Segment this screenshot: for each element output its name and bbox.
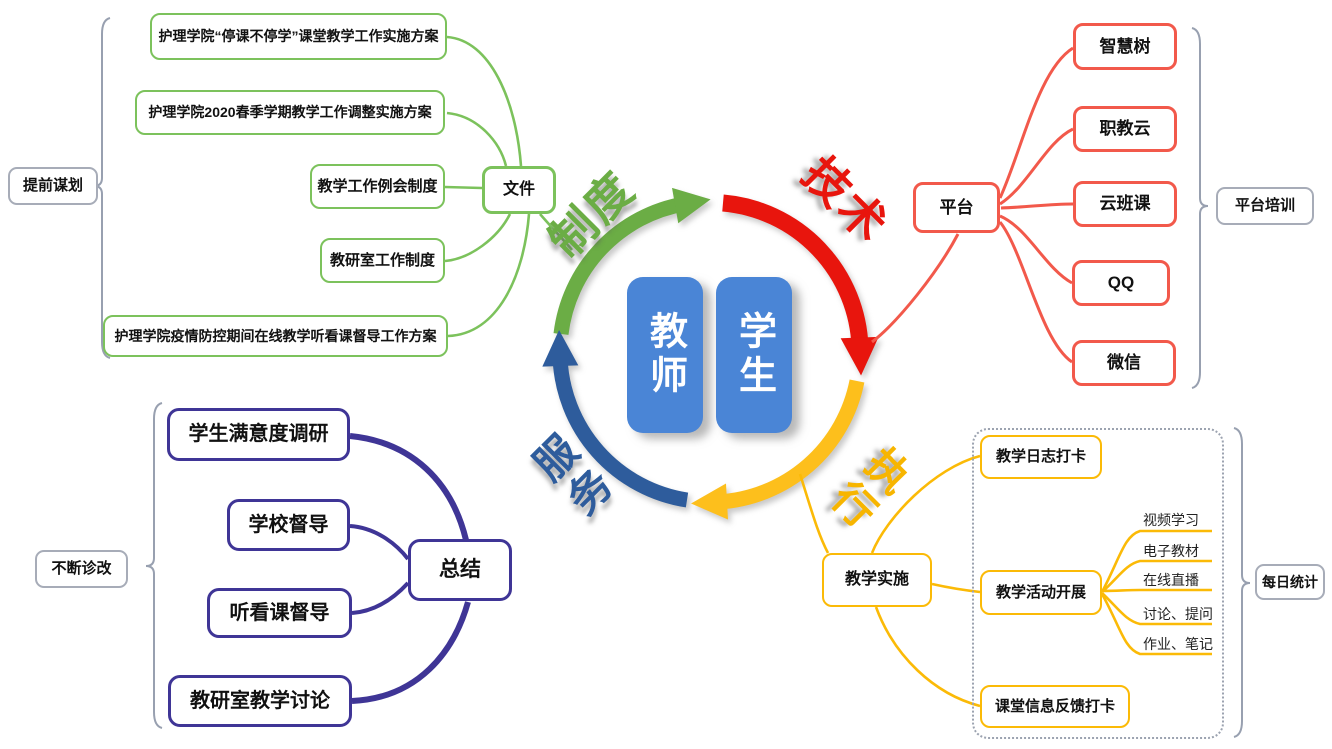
br-subitem-ebook[interactable]: 电子教材 [1143,543,1199,559]
teacher-label: 教师 [643,311,686,399]
hub-summary[interactable]: 总结 [408,539,512,601]
tl-item-meeting-system[interactable]: 教学工作例会制度 [310,164,445,209]
tr-item-qq[interactable]: QQ [1072,260,1170,306]
tl-item-implementation-plan[interactable]: 护理学院“停课不停学”课堂教学工作实施方案 [150,13,447,60]
bracket-label-plan-ahead[interactable]: 提前谋划 [8,167,98,205]
bl-item-satisfaction-survey[interactable]: 学生满意度调研 [167,408,350,461]
bl-item-teaching-discussion[interactable]: 教研室教学讨论 [168,675,352,727]
br-item-feedback-checkin[interactable]: 课堂信息反馈打卡 [980,685,1130,728]
tr-item-zhihuishu[interactable]: 智慧树 [1073,23,1177,70]
center-node-teacher[interactable]: 教师 [627,277,703,433]
tr-item-yunbanke[interactable]: 云班课 [1073,181,1177,227]
tr-item-zhijiaoyun[interactable]: 职教云 [1073,106,1177,152]
hub-implementation[interactable]: 教学实施 [822,553,932,607]
br-subitem-homework-notes[interactable]: 作业、笔记 [1143,636,1213,652]
br-item-teaching-activities[interactable]: 教学活动开展 [980,570,1102,615]
student-label: 学生 [732,311,775,399]
bracket-label-continuous-improvement[interactable]: 不断诊改 [35,550,128,588]
br-item-teaching-log[interactable]: 教学日志打卡 [980,435,1102,479]
tl-item-office-system[interactable]: 教研室工作制度 [320,238,445,283]
daily-activities-frame [972,428,1224,739]
tr-item-wechat[interactable]: 微信 [1072,340,1176,386]
tl-item-spring-adjustment-plan[interactable]: 护理学院2020春季学期教学工作调整实施方案 [135,90,445,135]
bracket-label-daily-statistics[interactable]: 每日统计 [1255,564,1325,600]
center-node-student[interactable]: 学生 [716,277,792,433]
bl-item-class-observation[interactable]: 听看课督导 [207,588,352,638]
tl-item-supervision-plan[interactable]: 护理学院疫情防控期间在线教学听看课督导工作方案 [103,315,448,357]
br-subitem-live-streaming[interactable]: 在线直播 [1143,572,1199,588]
hub-documents[interactable]: 文件 [482,166,556,214]
bl-item-school-supervision[interactable]: 学校督导 [227,499,350,551]
hub-platform[interactable]: 平台 [913,182,1000,233]
bracket-label-platform-training[interactable]: 平台培训 [1216,187,1314,225]
br-subitem-video-learning[interactable]: 视频学习 [1143,512,1199,528]
br-subitem-discussion-questions[interactable]: 讨论、提问 [1143,606,1213,622]
